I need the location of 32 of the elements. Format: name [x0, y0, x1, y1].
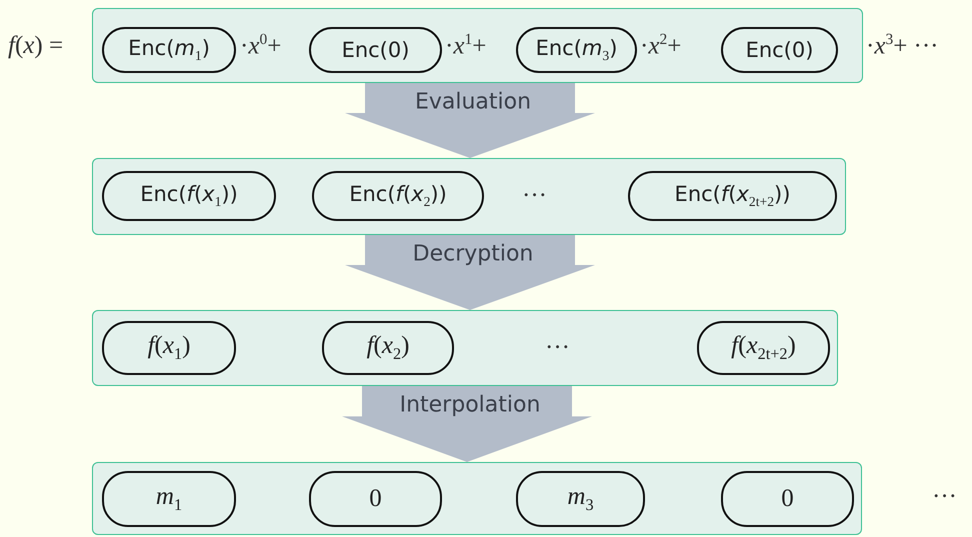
row-panel [92, 158, 846, 235]
value-pill: Enc(m$_{3}$) [516, 27, 637, 73]
formula-text: ·x$^{0}$+ [240, 31, 282, 61]
block-arrow [342, 386, 592, 462]
value-pill: 0 [309, 471, 442, 527]
block-arrow [345, 83, 595, 158]
row-panel [92, 8, 863, 83]
formula-text: ·x$^{2}$+ [640, 31, 682, 61]
edge-label: Interpolation [400, 392, 540, 418]
value-pill: Enc(0) [309, 27, 442, 73]
edge-label: Evaluation [414, 90, 532, 114]
value-pill: Enc(0) [721, 27, 838, 73]
value-pill: m$_{1}$ [102, 471, 236, 527]
formula-text: ··· [932, 483, 957, 511]
formula-text: ·x$^{3}$+ ··· [866, 31, 939, 61]
formula-text: f(x) = [8, 32, 64, 60]
row-panel [92, 310, 838, 386]
formula-text: ·x$^{1}$+ [445, 31, 486, 61]
value-pill: m$_{3}$ [516, 471, 645, 527]
value-pill: Enc(f(x$_{2}$)) [312, 171, 484, 221]
value-pill: f(x$_{1}$) [102, 321, 236, 375]
formula-text: ··· [522, 182, 547, 210]
formula-text: ··· [545, 334, 570, 362]
value-pill: Enc(f(x$_{1}$)) [102, 171, 276, 221]
edge-label: Decryption [412, 242, 534, 266]
block-arrow [345, 235, 595, 310]
row-panel [92, 462, 862, 535]
value-pill: 0 [721, 471, 854, 527]
value-pill: f(x$_{2t+2}$) [697, 321, 830, 375]
value-pill: Enc(m$_{1}$) [102, 27, 236, 73]
value-pill: f(x$_{2}$) [322, 321, 454, 375]
value-pill: Enc(f(x$_{2t+2}$)) [628, 171, 837, 221]
